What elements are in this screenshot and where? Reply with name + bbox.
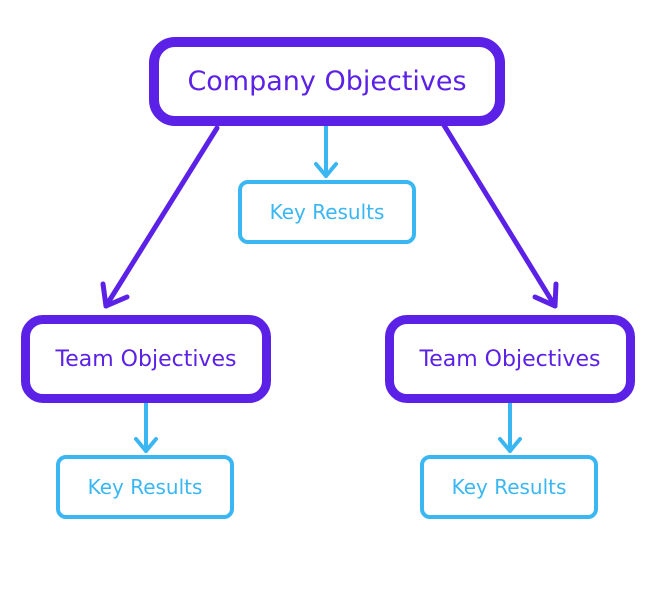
team-left-key-results-label: Key Results (87, 475, 203, 499)
team-right-to-key-results-arrow (498, 402, 522, 453)
team-right-key-results-label: Key Results (451, 475, 567, 499)
company-key-results-node: Key Results (238, 180, 416, 244)
team-objectives-left-label: Team Objectives (55, 346, 237, 372)
team-objectives-right-node: Team Objectives (385, 315, 635, 403)
company-to-team-left-arrow (100, 125, 220, 309)
team-objectives-left-node: Team Objectives (21, 315, 271, 403)
company-key-results-label: Key Results (269, 200, 385, 224)
team-right-key-results-node: Key Results (420, 455, 598, 519)
team-objectives-right-label: Team Objectives (419, 346, 601, 372)
company-to-key-results-arrow (314, 124, 338, 178)
team-left-key-results-node: Key Results (56, 455, 234, 519)
company-objectives-label: Company Objectives (187, 66, 467, 97)
team-left-to-key-results-arrow (134, 402, 158, 453)
company-objectives-node: Company Objectives (149, 37, 505, 126)
company-to-team-right-arrow (439, 119, 559, 309)
